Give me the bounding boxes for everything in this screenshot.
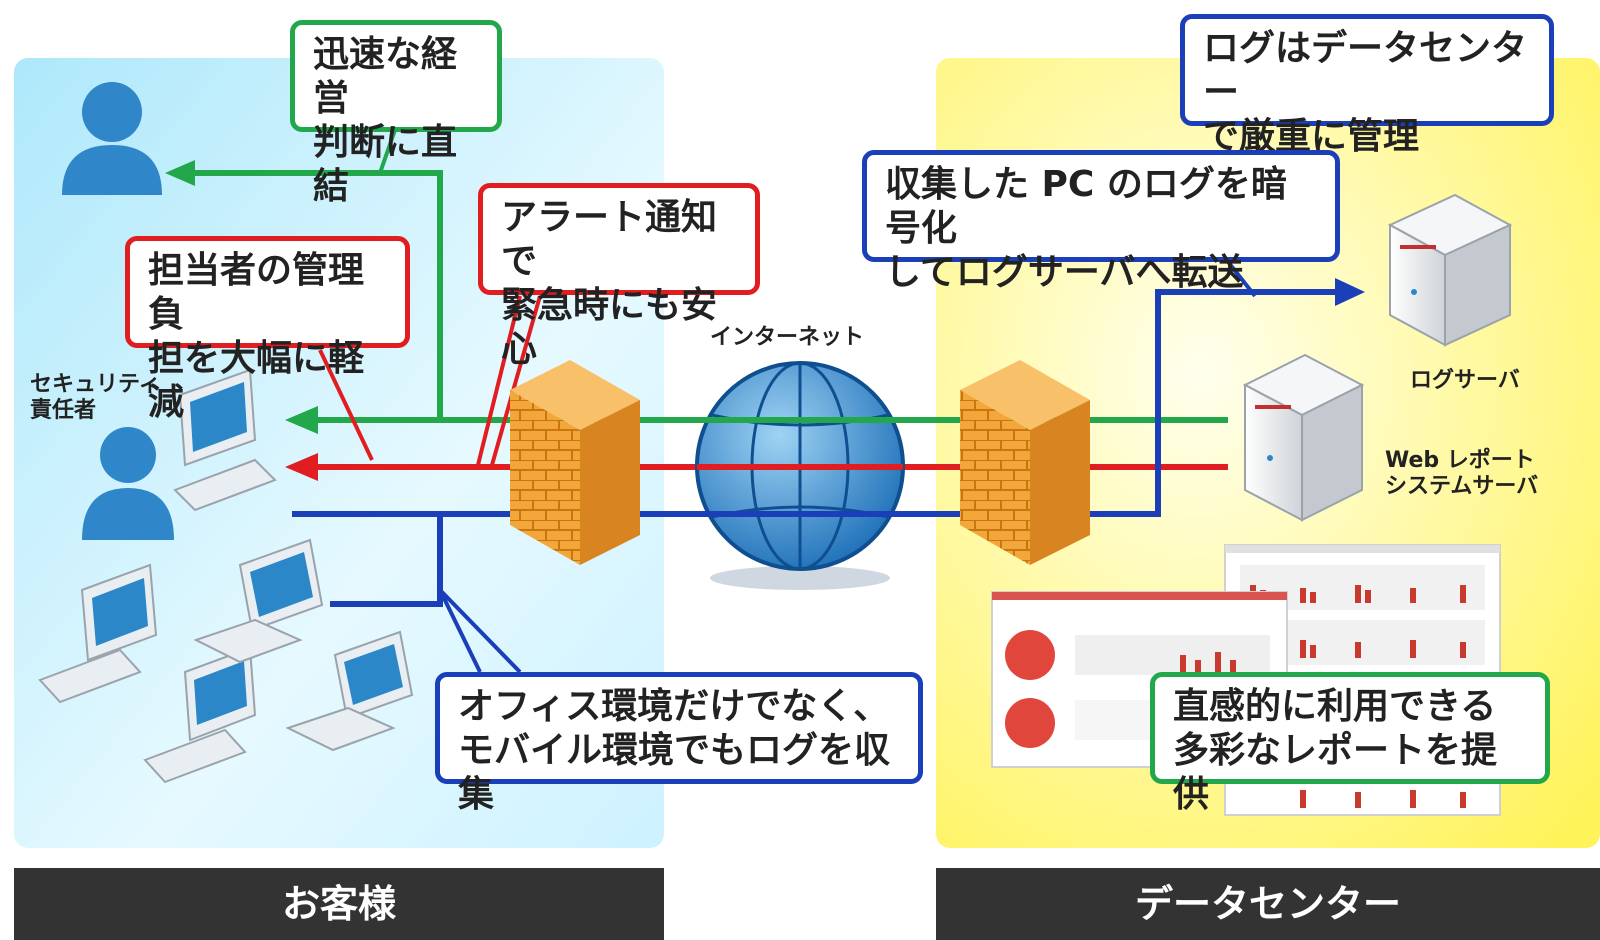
internet-globe-icon bbox=[695, 361, 905, 590]
label-security-officer: セキュリティ 責任者 bbox=[30, 372, 161, 423]
callout-mobile: オフィス環境だけでなく、 モバイル環境でもログを収集 bbox=[435, 672, 923, 815]
red-pointer-workload bbox=[318, 349, 374, 461]
executive-person-icon bbox=[62, 82, 162, 195]
callout-encrypt: 収集した PC のログを暗号化 してログサーバへ転送 bbox=[862, 150, 1340, 293]
callout-datacenter-manage: ログはデータセンター で厳重に管理 bbox=[1180, 14, 1554, 157]
security-officer-person-icon bbox=[82, 427, 174, 540]
red-pointer-alert bbox=[476, 295, 522, 466]
desktop-pc-icon-2 bbox=[38, 563, 158, 704]
callout-workload: 担当者の管理負 担を大幅に軽減 bbox=[125, 236, 410, 423]
label-log-server: ログサーバ bbox=[1410, 368, 1520, 393]
green-management-line bbox=[165, 129, 443, 420]
customer-footer-label: お客様 bbox=[14, 868, 664, 940]
datacenter-footer-label: データセンター bbox=[936, 868, 1600, 940]
desktop-pc-icon bbox=[173, 368, 277, 512]
callout-reports: 直感的に利用できる 多彩なレポートを提供 bbox=[1150, 672, 1550, 815]
firewall-icon-datacenter bbox=[960, 360, 1090, 565]
label-web-report-server: Web レポート システムサーバ bbox=[1385, 448, 1539, 499]
laptop-icon-2 bbox=[285, 630, 414, 752]
label-internet: インターネット bbox=[710, 325, 865, 350]
laptop-icon bbox=[193, 538, 324, 664]
callout-management: 迅速な経営 判断に直結 bbox=[290, 20, 502, 207]
blue-callout-pointer bbox=[438, 588, 522, 674]
log-server-icon bbox=[1387, 193, 1513, 347]
callout-alert: アラート通知で 緊急時にも安心 bbox=[478, 183, 760, 370]
web-report-server-icon bbox=[1242, 353, 1365, 522]
blue-to-log-server bbox=[1090, 256, 1365, 517]
blue-mobile-line bbox=[330, 514, 443, 607]
desktop-pc-icon-3 bbox=[143, 646, 257, 784]
firewall-icon-customer bbox=[510, 360, 640, 565]
